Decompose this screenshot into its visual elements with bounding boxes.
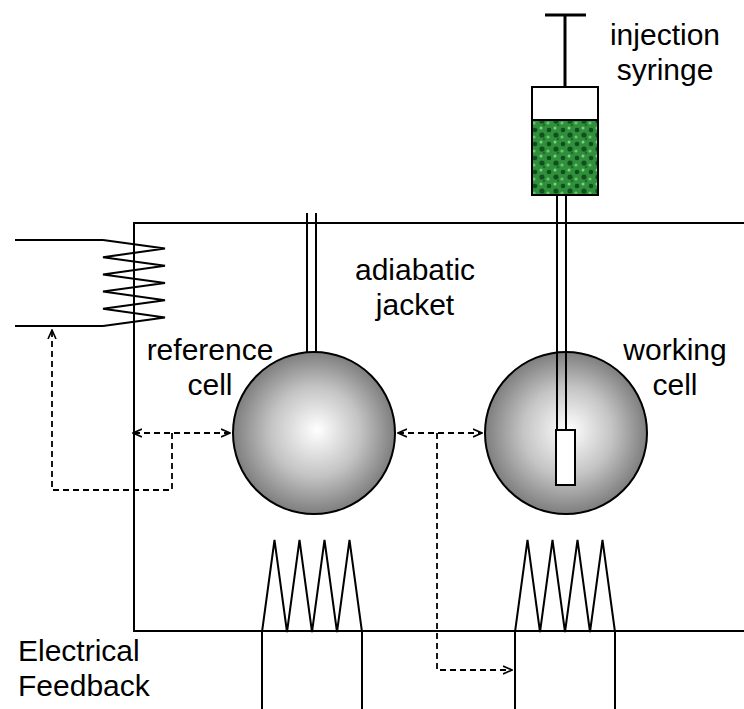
heat-flow-arrow bbox=[133, 432, 230, 434]
cell-outline bbox=[484, 351, 648, 515]
stirrer-paddle bbox=[556, 430, 575, 485]
part-label: Electrical Feedback bbox=[18, 634, 178, 703]
adiabatic-jacket: reference cell working cell adiabatic jack… bbox=[133, 222, 744, 632]
cell-tube bbox=[315, 213, 317, 352]
heater-wire bbox=[614, 632, 616, 709]
heater-wire bbox=[361, 632, 363, 709]
working-cell: working cell bbox=[484, 351, 648, 515]
heater-wire bbox=[15, 325, 103, 327]
cell-tube bbox=[306, 213, 308, 352]
syringe-needle bbox=[556, 195, 558, 360]
cell-heater-symbol bbox=[515, 540, 615, 632]
syringe-needle bbox=[565, 349, 567, 431]
cell-label: adiabatic jacket bbox=[340, 253, 490, 322]
syringe-barrel bbox=[532, 87, 598, 195]
plunger-rod bbox=[564, 15, 567, 88]
heater-wire bbox=[15, 239, 103, 241]
cell-sphere bbox=[233, 352, 395, 514]
plunger-cap bbox=[545, 14, 586, 17]
cell-outline bbox=[232, 351, 396, 515]
cell-heater-symbol bbox=[262, 540, 362, 632]
cell-label: working cell bbox=[610, 333, 740, 402]
syringe-solution bbox=[532, 120, 598, 195]
syringe-needle bbox=[556, 349, 558, 431]
reference-cell: reference cell bbox=[232, 351, 396, 515]
part-label: injection syringe bbox=[600, 18, 730, 87]
heater-wire bbox=[261, 632, 263, 709]
heater-wire bbox=[514, 632, 516, 709]
syringe-needle bbox=[565, 195, 567, 360]
heat-flow-arrow bbox=[398, 432, 482, 434]
cell-label: reference cell bbox=[135, 333, 285, 402]
